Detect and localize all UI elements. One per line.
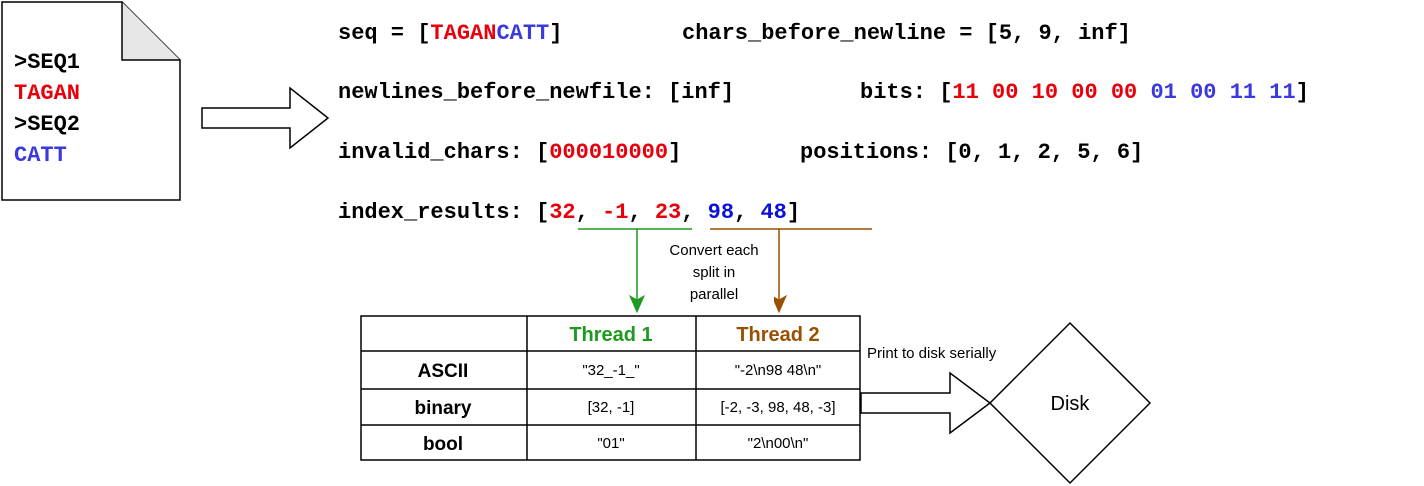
file-line-4: CATT: [14, 143, 67, 168]
code-line-seq: seq = [TAGANCATT]: [338, 21, 562, 46]
file-line-1: >SEQ1: [14, 50, 80, 75]
bits-red-1: 00: [992, 80, 1018, 105]
row-label-ascii: ASCII: [418, 361, 469, 382]
file-to-code-arrow: [201, 86, 330, 150]
thread1-split-arrow: [578, 228, 692, 314]
input-file-icon: >SEQ1 TAGAN >SEQ2 CATT: [1, 1, 181, 201]
index-value-0: 32: [549, 200, 575, 225]
code-invalid-chars: invalid_chars: [000010000]: [338, 140, 681, 165]
invalid-close: ]: [668, 140, 681, 165]
cell-binary-t1: [32, -1]: [588, 399, 635, 416]
header-thread2: Thread 2: [736, 324, 819, 346]
code-index-results: index_results: [32, -1, 23, 98, 48]: [338, 200, 800, 225]
convert-line-2: split in: [693, 264, 736, 281]
code-positions: positions: [0, 1, 2, 5, 6]: [800, 140, 1143, 165]
disk-node: Disk: [988, 321, 1152, 485]
invalid-label: invalid_chars: [: [338, 140, 549, 165]
bits-red-4: 00: [1111, 80, 1137, 105]
convert-line-3: parallel: [690, 286, 738, 303]
index-value-3: 98: [708, 200, 734, 225]
code-chars-before-newline: chars_before_newline = [5, 9, inf]: [682, 21, 1131, 46]
invalid-b: 1: [602, 140, 615, 165]
convert-label-bg: [654, 236, 774, 304]
index-sep-2: ,: [681, 200, 707, 225]
convert-line-1: Convert each: [669, 242, 758, 259]
bits-close: ]: [1296, 80, 1309, 105]
bits-blue-1: 00: [1190, 80, 1216, 105]
bits-label: bits: [: [860, 80, 952, 105]
table-to-disk-arrow: [860, 371, 992, 435]
header-thread1: Thread 1: [569, 324, 652, 346]
row-label-binary: binary: [414, 398, 471, 419]
disk-label: Disk: [1051, 393, 1091, 415]
invalid-c: 0000: [615, 140, 668, 165]
cell-bool-t1: "01": [597, 435, 624, 452]
thread-output-table: Thread 1 Thread 2 ASCII "32_-1_" "-2\n98…: [360, 315, 861, 461]
cell-ascii-t2: "-2\n98 48\n": [735, 362, 822, 379]
index-value-1: -1: [602, 200, 628, 225]
file-line-3: >SEQ2: [14, 112, 80, 137]
cell-ascii-t1: "32_-1_": [582, 362, 639, 379]
code-bits: bits: [11 00 10 00 00 01 00 11 11]: [860, 80, 1309, 105]
print-to-disk-label: Print to disk serially: [867, 345, 997, 362]
bits-red-2: 10: [1032, 80, 1058, 105]
index-sep-0: ,: [576, 200, 602, 225]
bits-red-0: 11: [952, 80, 978, 105]
cell-binary-t2: [-2, -3, 98, 48, -3]: [720, 399, 835, 416]
bits-blue-3: 11: [1269, 80, 1295, 105]
invalid-a: 0000: [549, 140, 602, 165]
index-sep-1: ,: [628, 200, 654, 225]
seq-label: seq = [: [338, 21, 430, 46]
bits-blue-0: 01: [1150, 80, 1176, 105]
convert-annotation: Convert each split in parallel: [669, 242, 758, 303]
bits-blue-2: 11: [1230, 80, 1256, 105]
index-value-4: 48: [760, 200, 786, 225]
index-sep-3: ,: [734, 200, 760, 225]
seq-part1: TAGAN: [430, 21, 496, 46]
index-value-2: 23: [655, 200, 681, 225]
row-label-bool: bool: [423, 434, 463, 455]
index-label: index_results: [: [338, 200, 549, 225]
seq-part2: CATT: [496, 21, 549, 46]
cell-bool-t2: "2\n00\n": [748, 435, 809, 452]
seq-close: ]: [549, 21, 562, 46]
code-newlines-before-newfile: newlines_before_newfile: [inf]: [338, 80, 734, 105]
thread2-split-arrow: [710, 228, 872, 314]
file-line-2: TAGAN: [14, 81, 80, 106]
index-close: ]: [787, 200, 800, 225]
bits-red-3: 00: [1071, 80, 1097, 105]
